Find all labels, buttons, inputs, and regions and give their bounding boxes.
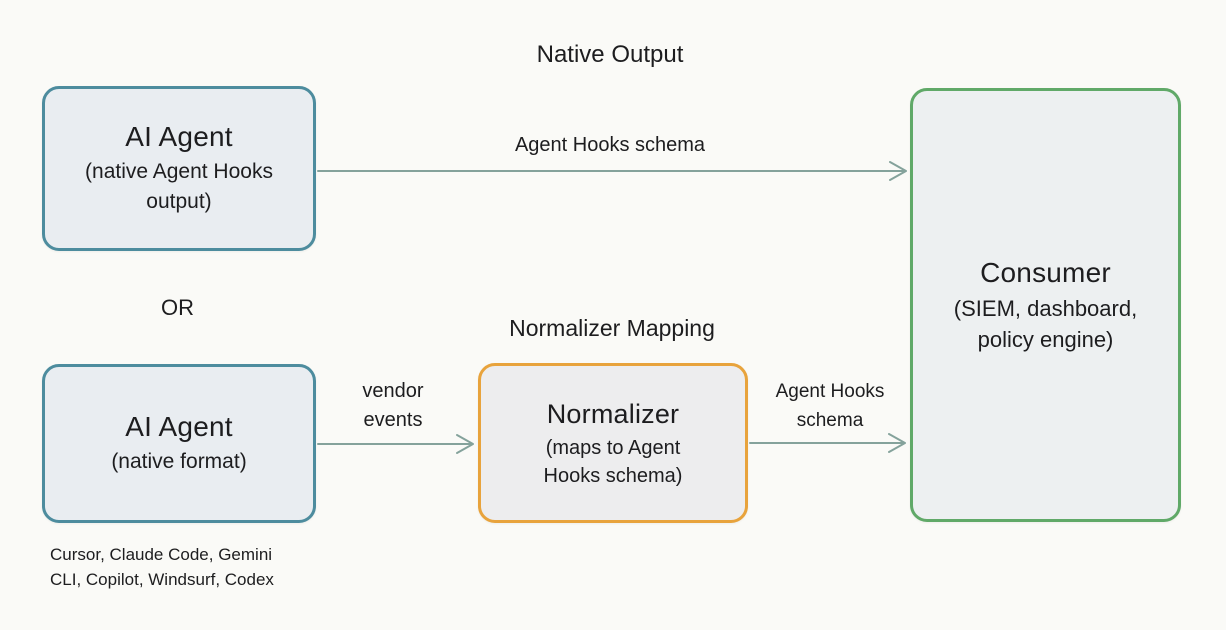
arrow-vendor-agent-to-normalizer-icon: [317, 434, 474, 454]
normalized-schema-edge-label: Agent Hooks schema: [775, 381, 885, 431]
node-title: Consumer: [980, 256, 1111, 288]
native-output-title: Native Output: [536, 41, 684, 68]
ai-agent-vendor-node: AI Agent (native format): [42, 364, 316, 523]
vendor-events-edge-label: vendor events: [362, 380, 424, 431]
or-label: OR: [161, 295, 194, 320]
normalizer-mapping-title: Normalizer Mapping: [509, 315, 715, 341]
arrow-native-agent-to-consumer-icon: [317, 161, 907, 181]
node-title: Normalizer: [546, 398, 680, 429]
consumer-node: Consumer (SIEM, dashboard, policy engine…: [910, 88, 1181, 522]
arrow-normalizer-to-consumer-icon: [749, 433, 906, 453]
node-title: AI Agent: [125, 121, 233, 152]
normalizer-node: Normalizer (maps to Agent Hooks schema): [478, 363, 748, 523]
node-subtitle: (native Agent Hooks output): [85, 160, 273, 213]
agent-examples-caption: Cursor, Claude Code, Gemini CLI, Copilot…: [50, 545, 274, 589]
node-subtitle: (native format): [111, 450, 247, 473]
node-title: AI Agent: [125, 411, 233, 442]
ai-agent-native-node: AI Agent (native Agent Hooks output): [42, 86, 316, 251]
node-subtitle: (SIEM, dashboard, policy engine): [953, 295, 1138, 352]
node-subtitle: (maps to Agent Hooks schema): [543, 436, 683, 487]
native-schema-edge-label: Agent Hooks schema: [514, 134, 706, 156]
